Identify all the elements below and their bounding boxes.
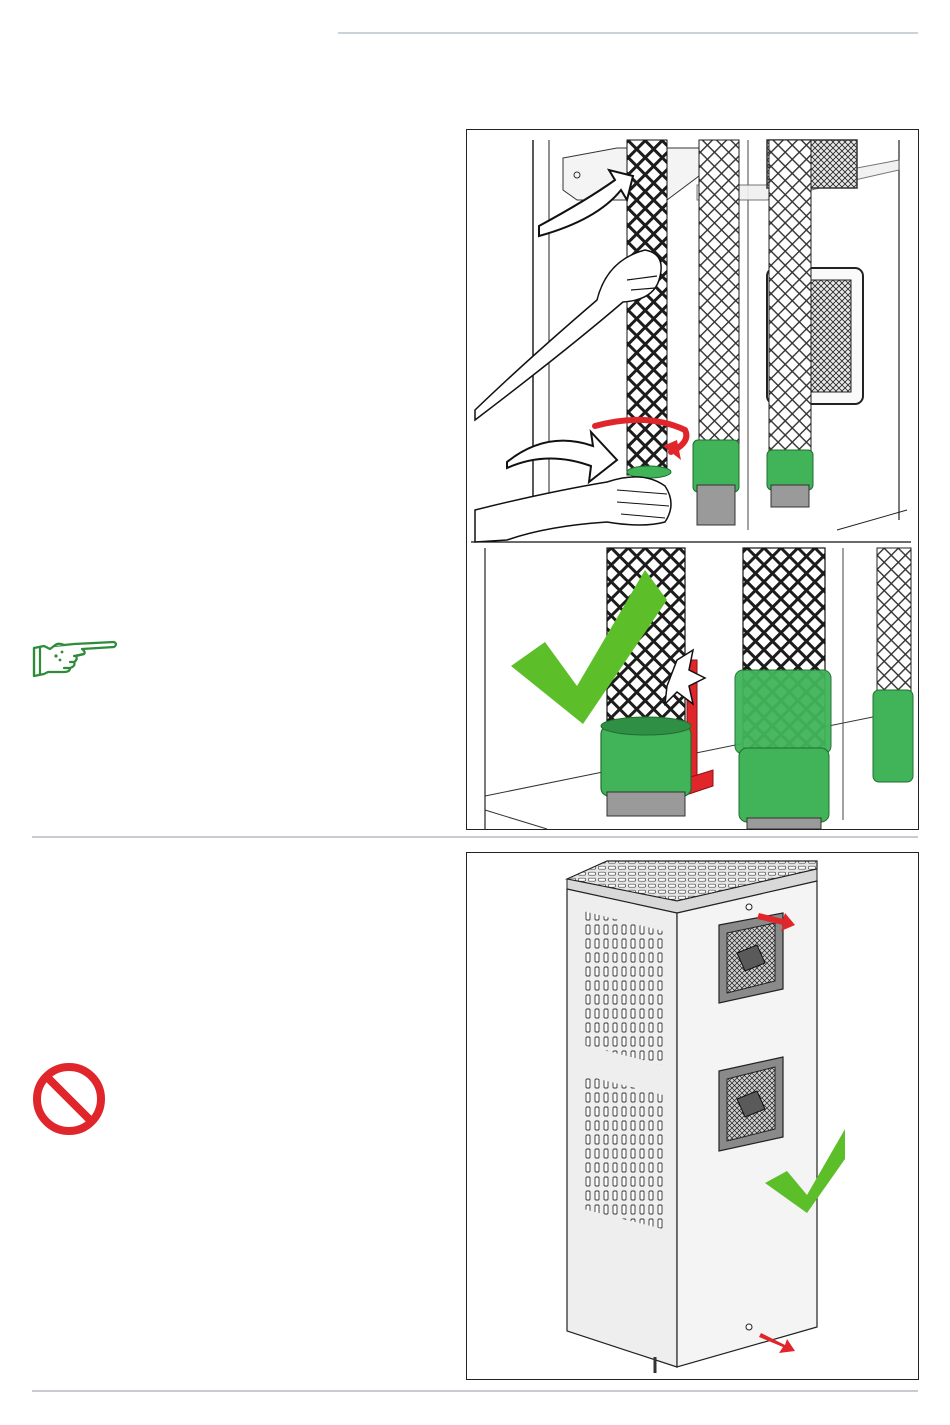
prohibition-icon bbox=[30, 1062, 110, 1138]
section-separator bbox=[32, 836, 918, 838]
header-rule bbox=[338, 32, 918, 34]
lower-scene bbox=[485, 548, 913, 829]
hose-twist-illustration bbox=[466, 129, 919, 830]
footer-rule bbox=[32, 1390, 918, 1392]
lower-fan bbox=[719, 1057, 783, 1151]
cabinet-with-fans-illustration bbox=[466, 852, 919, 1380]
pointing-hand-icon bbox=[30, 636, 120, 682]
upper-scene bbox=[471, 140, 911, 542]
upper-fan bbox=[719, 913, 783, 1003]
